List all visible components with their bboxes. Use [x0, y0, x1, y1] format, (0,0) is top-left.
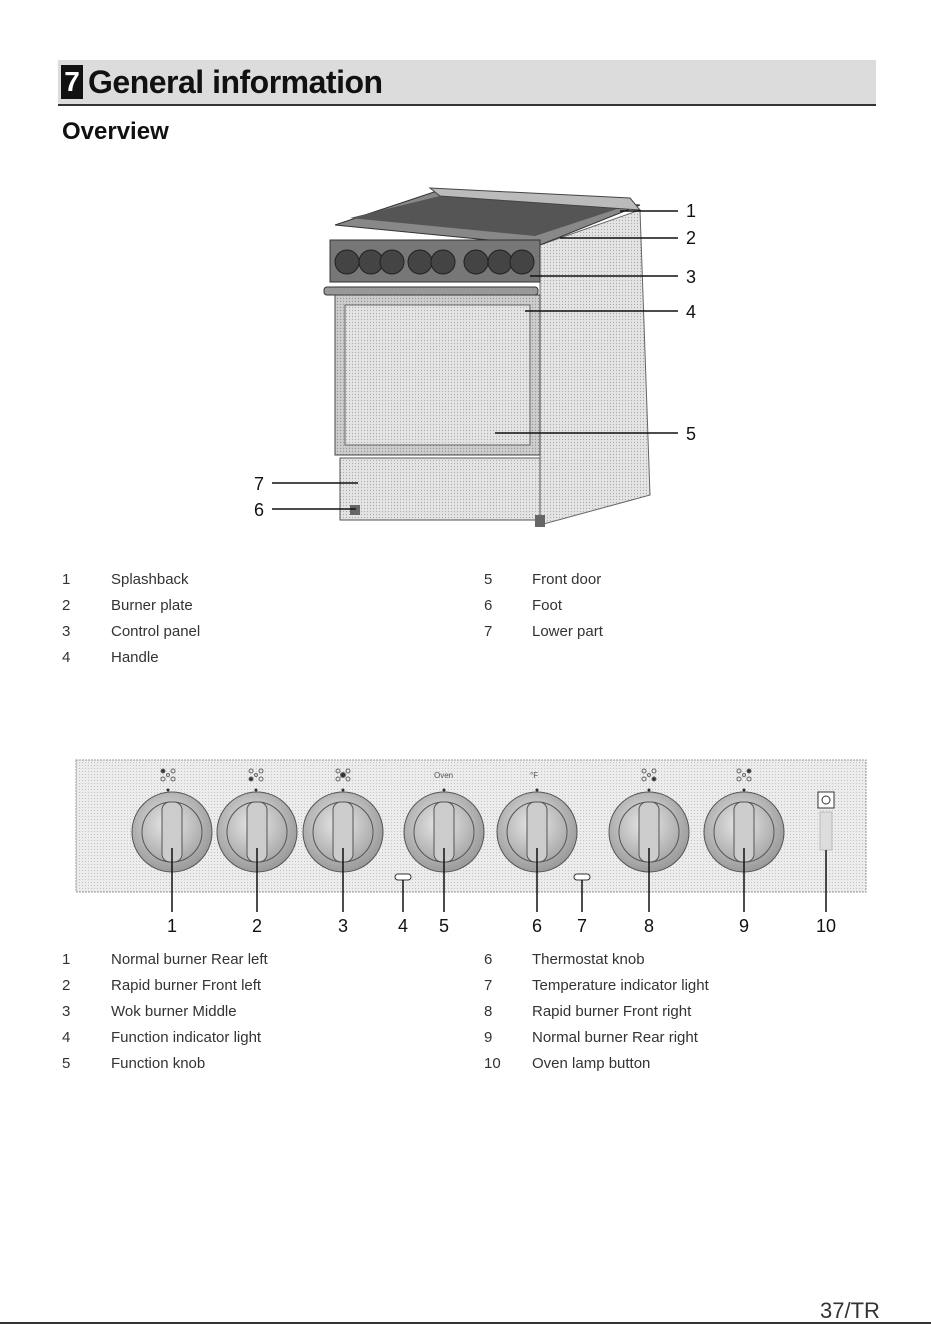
legend-number: 10: [484, 1055, 501, 1072]
legend-label: Rapid burner Front right: [532, 1003, 692, 1020]
legend-number: 2: [62, 977, 71, 994]
page-subtitle: Overview: [62, 118, 169, 145]
section-title: General information: [88, 64, 383, 100]
callout-8: 8: [644, 916, 654, 936]
oven-lamp-icon[interactable]: [817, 791, 835, 851]
legend-number: 7: [484, 623, 493, 640]
callout-6: 6: [254, 500, 264, 520]
legend-number: 2: [62, 597, 71, 614]
cooker-overview-illustration: 1 2 3 4 5 6 7: [254, 187, 696, 527]
callout-7: 7: [254, 474, 264, 494]
callout-5: 5: [439, 916, 449, 936]
legend-label: Oven lamp button: [532, 1055, 651, 1072]
page-number: 37/TR: [820, 1298, 880, 1323]
legend-number: 5: [62, 1055, 71, 1072]
section-number: 7: [61, 65, 83, 99]
legend-label: Thermostat knob: [532, 951, 645, 968]
legend-number: 1: [62, 951, 71, 968]
legend-label: Wok burner Middle: [111, 1003, 237, 1020]
callout-1: 1: [167, 916, 177, 936]
section-header-band: [58, 60, 876, 106]
legend-label: Rapid burner Front left: [111, 977, 262, 994]
legend-number: 9: [484, 1029, 493, 1046]
knob-icon[interactable]: [703, 791, 785, 873]
indicator-light-icon: [573, 873, 591, 881]
callout-2: 2: [686, 228, 696, 248]
legend-number: 4: [62, 649, 71, 666]
callout-3: 3: [686, 267, 696, 287]
callout-2: 2: [252, 916, 262, 936]
legend-number: 7: [484, 977, 493, 994]
indicator-light-icon: [394, 873, 412, 881]
legend-label: Lower part: [532, 623, 603, 640]
legend-label: Burner plate: [111, 597, 193, 614]
temperature-unit-label: °F: [530, 771, 538, 780]
legend-label: Front door: [532, 571, 602, 588]
legend-label: Function indicator light: [111, 1029, 262, 1046]
legend-label: Temperature indicator light: [532, 977, 709, 994]
callout-5: 5: [686, 424, 696, 444]
legend-label: Function knob: [111, 1055, 206, 1072]
legend-label: Normal burner Rear left: [111, 951, 268, 968]
callout-9: 9: [739, 916, 749, 936]
legend-number: 6: [484, 951, 493, 968]
oven-label: Oven: [434, 771, 453, 780]
control-panel-illustration: Oven °F 1 2 3 4: [75, 759, 867, 936]
bottom-rule: [0, 1322, 931, 1324]
legend-number: 4: [62, 1029, 71, 1046]
legend-label: Normal burner Rear right: [532, 1029, 698, 1046]
legend-number: 1: [62, 571, 71, 588]
legend-label: Splashback: [111, 571, 189, 588]
callout-6: 6: [532, 916, 542, 936]
callout-4: 4: [398, 916, 408, 936]
burner-position-icon: [160, 768, 752, 782]
legend-label: Control panel: [111, 623, 201, 640]
legend-number: 5: [484, 571, 493, 588]
knob-icon[interactable]: [496, 791, 578, 873]
callout-3: 3: [338, 916, 348, 936]
legend-number: 3: [62, 623, 71, 640]
callout-4: 4: [686, 302, 696, 322]
legend-number: 6: [484, 597, 493, 614]
legend-label: Foot: [532, 597, 563, 614]
knob-icon[interactable]: [131, 791, 213, 873]
legend-label: Handle: [111, 649, 159, 666]
callout-1: 1: [686, 201, 696, 221]
callout-10: 10: [816, 916, 836, 936]
legend-number: 3: [62, 1003, 71, 1020]
callout-7: 7: [577, 916, 587, 936]
legend-number: 8: [484, 1003, 493, 1020]
